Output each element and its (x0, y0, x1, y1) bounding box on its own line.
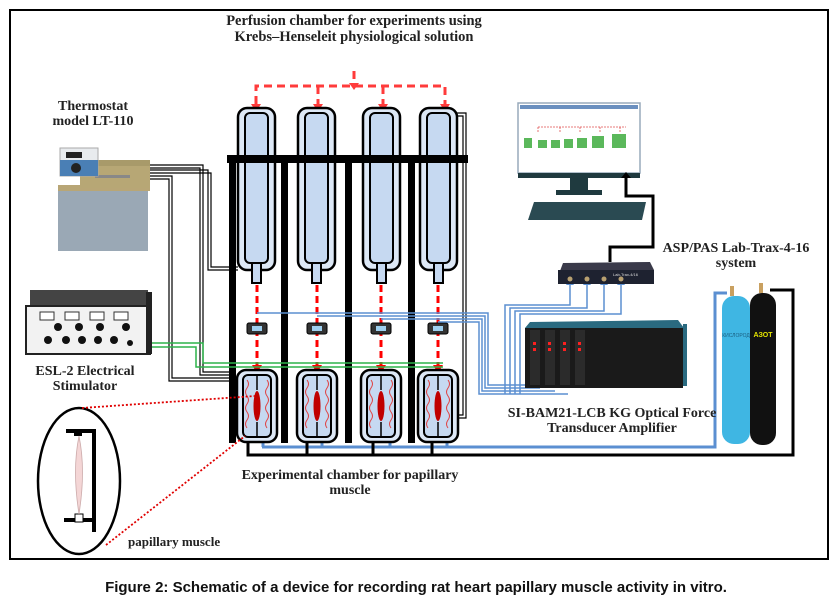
sensor-2 (306, 322, 328, 335)
papillary-muscle-sample (434, 391, 442, 421)
perfusion-distribution-lines (254, 71, 447, 104)
amplifier-label: SI-BAM21-LCB KG Optical Force Transducer… (507, 406, 717, 437)
thermostat-device (58, 147, 150, 251)
papillary-muscle-sample (313, 391, 321, 421)
oxygen-cylinder-label: КИСЛОРОД (722, 333, 750, 339)
papillary-muscle-sample (377, 391, 385, 421)
reservoir-2 (296, 106, 337, 284)
papillary-muscle-sample (253, 391, 261, 421)
reservoir-1 (236, 106, 277, 284)
oxygen-cylinder: КИСЛОРОД (722, 286, 750, 444)
thermostat-hoses (150, 112, 467, 419)
reservoir-to-chamber-flow (255, 285, 440, 367)
force-amplifier-device (525, 320, 687, 388)
sensor-3 (370, 322, 392, 335)
computer-cable (608, 178, 655, 262)
papillary-muscle-label: papillary muscle (128, 534, 221, 549)
oxygen-gas-line (262, 291, 727, 449)
optical-sensors (246, 322, 449, 335)
experimental-chamber-3 (359, 368, 403, 444)
stimulator-wires (138, 342, 443, 368)
experimental-chambers (235, 368, 460, 444)
lab-trax-box-text: Lab-Trax-4/16 (613, 272, 639, 277)
papillary-muscle-detail (36, 406, 122, 556)
stimulator-label: ESL-2 Electrical Stimulator (35, 364, 135, 395)
perfusion-reservoirs (236, 106, 459, 284)
electrical-stimulator-device (25, 290, 152, 355)
stand-frame (227, 155, 468, 443)
experimental-chamber-2 (295, 368, 339, 444)
computer-workstation (517, 102, 646, 220)
experimental-chamber-1 (235, 368, 279, 444)
experimental-chamber-4 (416, 368, 460, 444)
reservoir-4 (418, 106, 459, 284)
lab-trax-label: ASP/PAS Lab-Trax-4-16 system (662, 241, 810, 272)
sensor-1 (246, 322, 268, 335)
sensor-signal-lines (257, 283, 622, 395)
nitrogen-cylinder: АЗОТ (750, 283, 776, 445)
figure-frame (9, 9, 829, 560)
figure-caption: Figure 2: Schematic of a device for reco… (105, 579, 727, 596)
perfusion-chamber-label: Perfusion chamber for experiments using … (226, 13, 482, 45)
reservoir-3 (361, 106, 402, 284)
lab-trax-device: Lab-Trax-4/16 (558, 262, 654, 284)
thermostat-label: Thermostat model LT-110 (52, 99, 134, 130)
experimental-chamber-label: Experimental chamber for papillary muscl… (241, 468, 459, 499)
nitrogen-cylinder-label: АЗОТ (753, 332, 773, 339)
zoom-callout-lines (81, 395, 256, 546)
sensor-4 (427, 322, 449, 335)
